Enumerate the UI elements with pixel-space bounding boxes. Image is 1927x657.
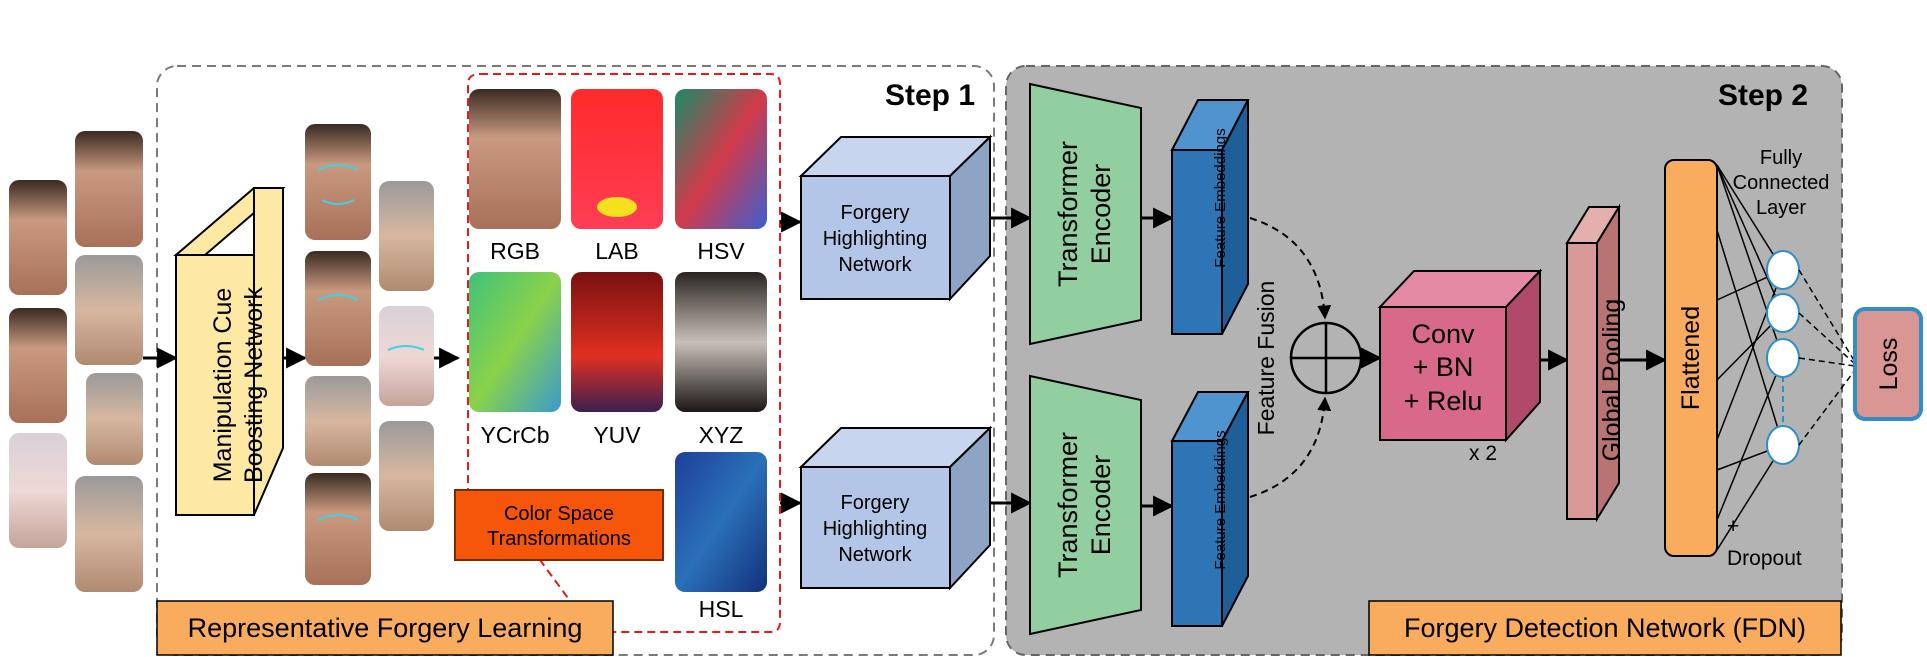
hsv-image — [675, 89, 767, 229]
color-space-transformations-box — [454, 489, 664, 561]
fhn-top-line3: Network — [838, 254, 912, 276]
flattened-block — [1664, 159, 1718, 557]
loss-label: Loss — [1875, 338, 1903, 391]
forgery-highlighting-network-bottom: Forgery Highlighting Network — [798, 425, 993, 591]
conv-line2: + BN — [1413, 352, 1474, 382]
transformer-encoder-bottom: Transformer Encoder — [1029, 374, 1142, 636]
fhn-top-line1: Forgery — [841, 202, 910, 224]
encoder-bottom-line1: Transformer — [1053, 432, 1083, 578]
fusion-operator — [1289, 321, 1363, 395]
hsl-label: HSL — [699, 596, 744, 622]
lab-image — [571, 89, 663, 229]
embed-top-label: Feature Embeddings — [1212, 128, 1229, 267]
mcbn-label-1: Manipulation Cue — [209, 288, 237, 483]
conv-bn-relu-block: Conv + BN + Relu — [1377, 268, 1543, 443]
feature-fusion-label: Feature Fusion — [1253, 281, 1279, 436]
encoder-bottom-line2: Encoder — [1086, 455, 1116, 556]
lab-label: LAB — [595, 238, 638, 264]
step2-label-box — [1368, 600, 1842, 656]
fhn-bottom-line3: Network — [838, 544, 912, 566]
boosted-face-images — [305, 124, 434, 585]
global-pooling-block: Global Pooling — [1565, 203, 1626, 523]
dropout-label-1: + — [1727, 515, 1739, 538]
feature-embeddings-top: Feature Embeddings — [1170, 99, 1250, 335]
encoder-top-line2: Encoder — [1086, 164, 1116, 265]
mcbn-label-2: Boosting Network — [240, 287, 268, 483]
ycrcb-label: YCrCb — [480, 422, 549, 448]
forgery-highlighting-network-top: Forgery Highlighting Network — [798, 134, 993, 302]
cst-label-2: Transformations — [487, 528, 631, 550]
hsv-label: HSV — [697, 238, 745, 264]
encoder-top-line1: Transformer — [1053, 141, 1083, 287]
conv-line1: Conv — [1411, 319, 1475, 349]
rgb-image — [469, 89, 561, 229]
step2-bottom-label: Forgery Detection Network (FDN) — [1404, 613, 1806, 643]
loss-block — [1853, 307, 1923, 421]
manipulation-cue-boosting-network: Manipulation Cue Boosting Network — [173, 187, 286, 516]
step1-bottom-label: Representative Forgery Learning — [188, 613, 583, 643]
step2-title: Step 2 — [1718, 79, 1808, 112]
fc-label-3: Layer — [1756, 197, 1806, 219]
conv-line3: + Relu — [1404, 386, 1483, 416]
rgb-label: RGB — [490, 238, 540, 264]
color-space-images — [469, 89, 767, 592]
yuv-image — [571, 272, 663, 412]
xyz-image — [675, 272, 767, 412]
fhn-top-line2: Highlighting — [823, 228, 928, 250]
embed-bottom-label: Feature Embeddings — [1212, 430, 1229, 569]
dropout-label-2: Dropout — [1727, 547, 1802, 570]
step1-label-box — [156, 600, 614, 656]
fhn-bottom-line1: Forgery — [841, 492, 910, 514]
ycrcb-image — [469, 272, 561, 412]
fhn-bottom-line2: Highlighting — [823, 518, 928, 540]
fully-connected-layer — [1716, 164, 1856, 551]
flattened-label: Flattened — [1677, 306, 1705, 410]
fc-label-1: Fully — [1760, 147, 1802, 169]
input-face-images — [9, 131, 143, 592]
step1-title: Step 1 — [885, 79, 975, 112]
fc-label-2: Connected — [1733, 172, 1830, 194]
conv-repeat-label: x 2 — [1469, 442, 1497, 465]
yuv-label: YUV — [593, 422, 641, 448]
cst-label-1: Color Space — [504, 503, 614, 525]
xyz-label: XYZ — [699, 422, 744, 448]
transformer-encoder-top: Transformer Encoder — [1029, 82, 1142, 346]
global-pooling-label: Global Pooling — [1598, 299, 1626, 462]
feature-embeddings-bottom: Feature Embeddings — [1170, 391, 1250, 627]
hsl-image — [675, 452, 767, 592]
